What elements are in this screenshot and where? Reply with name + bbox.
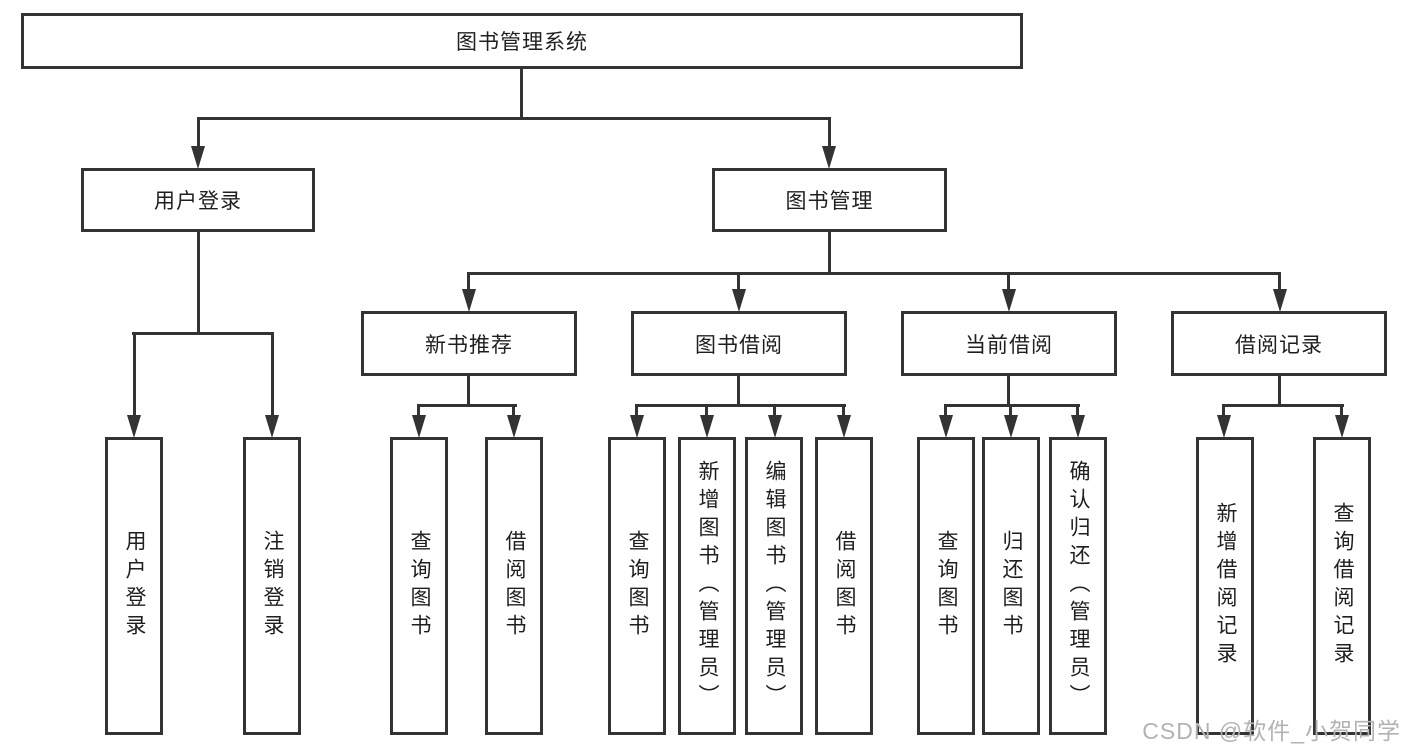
connector-line	[944, 404, 1080, 407]
connector-line	[1278, 375, 1281, 406]
connector-line	[133, 332, 136, 415]
node-label: 图书借阅	[695, 333, 783, 357]
leaf-label: 查询图书	[626, 530, 649, 642]
arrow-down-icon	[822, 146, 836, 169]
connector-line	[635, 404, 638, 417]
leaf-logout: 注销登录	[243, 437, 301, 735]
csdn-watermark: CSDN @软件_小贺同学	[1142, 718, 1401, 744]
node-label: 借阅记录	[1235, 333, 1323, 357]
node-new-book-recommend: 新书推荐	[361, 311, 577, 376]
arrow-down-icon	[1002, 289, 1016, 312]
connector-line	[197, 117, 831, 120]
connector-line	[1009, 404, 1012, 417]
connector-line	[1278, 274, 1281, 291]
connector-line	[705, 404, 708, 417]
connector-line	[417, 404, 517, 407]
leaf-label: 新增图书（管理员）	[696, 460, 719, 712]
leaf-borrow-book: 借阅图书	[815, 437, 873, 735]
node-book-borrow: 图书借阅	[631, 311, 847, 376]
arrow-down-icon	[462, 289, 476, 312]
connector-line	[944, 404, 947, 417]
connector-line	[132, 332, 274, 335]
leaf-query-book-recommend: 查询图书	[390, 437, 448, 735]
arrow-down-icon	[1004, 415, 1018, 438]
arrow-down-icon	[507, 415, 521, 438]
connector-line	[1076, 404, 1079, 417]
leaf-user-login: 用户登录	[105, 437, 163, 735]
node-label: 当前借阅	[965, 333, 1053, 357]
connector-line	[197, 119, 200, 148]
arrow-down-icon	[837, 415, 851, 438]
leaf-label: 编辑图书（管理员）	[763, 460, 786, 712]
connector-line	[417, 404, 420, 417]
connector-line	[1340, 404, 1343, 417]
connector-line	[1007, 274, 1010, 291]
leaf-return-book: 归还图书	[982, 437, 1040, 735]
arrow-down-icon	[127, 415, 141, 438]
connector-line	[512, 404, 515, 417]
arrow-down-icon	[700, 415, 714, 438]
arrow-down-icon	[265, 415, 279, 438]
arrow-down-icon	[412, 415, 426, 438]
node-user-login: 用户登录	[81, 168, 315, 232]
leaf-add-borrow-record: 新增借阅记录	[1196, 437, 1254, 735]
leaf-query-book-borrow: 查询图书	[608, 437, 666, 735]
node-label: 用户登录	[154, 190, 242, 213]
node-root-system: 图书管理系统	[21, 13, 1023, 69]
node-label: 图书管理系统	[456, 31, 588, 54]
connector-line	[197, 231, 200, 334]
node-label: 图书管理	[785, 190, 874, 213]
leaf-label: 查询图书	[408, 530, 431, 642]
arrow-down-icon	[1071, 415, 1085, 438]
arrow-down-icon	[732, 289, 746, 312]
leaf-label: 查询图书	[935, 530, 958, 642]
leaf-query-borrow-record: 查询借阅记录	[1313, 437, 1371, 735]
connector-line	[828, 119, 831, 148]
leaf-label: 借阅图书	[503, 530, 526, 642]
connector-line	[737, 274, 740, 291]
node-book-management: 图书管理	[712, 168, 947, 232]
connector-line	[635, 404, 846, 407]
arrow-down-icon	[191, 146, 205, 169]
leaf-label: 用户登录	[123, 530, 146, 642]
arrow-down-icon	[768, 415, 782, 438]
leaf-label: 新增借阅记录	[1214, 502, 1237, 670]
connector-line	[467, 274, 470, 291]
leaf-label: 注销登录	[261, 530, 284, 642]
connector-line	[828, 231, 831, 274]
connector-line	[467, 375, 470, 406]
leaf-edit-book-admin: 编辑图书（管理员）	[745, 437, 803, 735]
leaf-borrow-book-recommend: 借阅图书	[485, 437, 543, 735]
connector-line	[1222, 404, 1225, 417]
leaf-query-book-current: 查询图书	[917, 437, 975, 735]
arrow-down-icon	[939, 415, 953, 438]
connector-line	[1222, 404, 1344, 407]
arrow-down-icon	[630, 415, 644, 438]
connector-line	[737, 375, 740, 406]
leaf-add-book-admin: 新增图书（管理员）	[678, 437, 736, 735]
leaf-label: 借阅图书	[833, 530, 856, 642]
node-current-borrow: 当前借阅	[901, 311, 1117, 376]
connector-line	[773, 404, 776, 417]
arrow-down-icon	[1217, 415, 1231, 438]
connector-line	[1007, 375, 1010, 406]
connector-line	[271, 332, 274, 415]
connector-line	[842, 404, 845, 417]
connector-line	[520, 68, 523, 120]
leaf-confirm-return-admin: 确认归还（管理员）	[1049, 437, 1107, 735]
arrow-down-icon	[1273, 289, 1287, 312]
node-borrow-records: 借阅记录	[1171, 311, 1387, 376]
node-label: 新书推荐	[425, 333, 513, 357]
leaf-label: 确认归还（管理员）	[1067, 460, 1090, 712]
leaf-label: 归还图书	[1000, 530, 1023, 642]
leaf-label: 查询借阅记录	[1331, 502, 1354, 670]
connector-line	[467, 272, 1281, 275]
arrow-down-icon	[1335, 415, 1349, 438]
